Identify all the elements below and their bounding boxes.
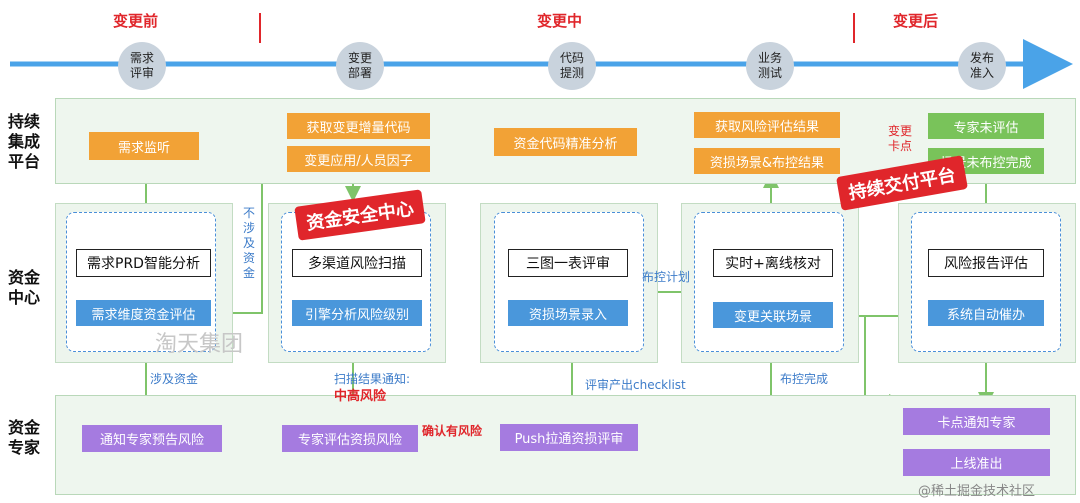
not-involve-funds-label: 不 涉 及 资 金 [243,206,256,280]
row-label-fund-center: 资金 中心 [8,268,41,307]
fund-code-analysis-box: 资金代码精准分析 [494,128,637,156]
notify-expert-warn-box: 通知专家预告风险 [82,425,222,452]
loss-scene-control-box: 资损场景&布控结果 [694,148,840,174]
phase-divider [259,13,261,43]
stage-release-admission: 发布 准入 [958,42,1006,90]
demand-fund-eval-box: 需求维度资金评估 [76,300,211,326]
mid-high-risk-label: 中高风险 [334,389,387,404]
risk-report-eval-box: 风险报告评估 [928,249,1044,277]
prd-analysis-box: 需求PRD智能分析 [76,249,211,277]
control-plan-label: 布控计划 [642,270,691,284]
go-live-box: 上线准出 [903,449,1050,476]
expert-eval-loss-box: 专家评估资损风险 [282,425,418,452]
realtime-offline-check-box: 实时+离线核对 [713,249,833,277]
stage-business-test: 业务 测试 [746,42,794,90]
expert-not-evaluated-box: 专家未评估 [928,113,1044,139]
stage-demand-review: 需求 评审 [118,42,166,90]
fund-panel-inner [694,212,844,352]
multi-channel-scan-box: 多渠道风险扫描 [292,249,422,277]
three-diagrams-review-box: 三图一表评审 [508,249,628,277]
push-review-box: Push拉通资损评审 [500,424,638,451]
scan-notify-label: 扫描结果通知: [334,372,411,386]
change-app-factor-box: 变更应用/人员因子 [287,146,430,172]
involve-funds-label: 涉及资金 [150,372,199,386]
loss-scene-entry-box: 资损场景录入 [508,300,628,326]
control-done-label: 布控完成 [780,372,829,386]
stage-code-test: 代码 提测 [548,42,596,90]
phase-after: 变更后 [893,12,939,30]
engine-analysis-box: 引擎分析风险级别 [292,300,422,326]
change-related-scene-box: 变更关联场景 [713,302,833,328]
watermark-text: 淘天集团 [155,332,244,357]
review-checklist-label: 评审产出checklist [585,378,686,392]
credit-text: @稀土掘金技术社区 [918,484,1036,499]
checkpoint-notify-box: 卡点通知专家 [903,408,1050,435]
phase-during: 变更中 [537,12,583,30]
confirm-risk-label: 确认有风险 [422,424,483,438]
fund-panel-inner [911,212,1061,352]
stage-deploy: 变更 部署 [336,42,384,90]
auto-urge-box: 系统自动催办 [928,300,1044,326]
fund-panel-inner [66,212,216,352]
row-label-fund-expert: 资金 专家 [8,418,41,457]
phase-divider [853,13,855,43]
fund-panel-inner [494,212,644,352]
phase-before: 变更前 [113,12,159,30]
demand-listen-box: 需求监听 [89,132,199,160]
get-risk-result-box: 获取风险评估结果 [694,112,840,138]
checkpoint-label: 变更 卡点 [888,124,913,153]
get-increment-code-box: 获取变更增量代码 [287,113,430,139]
row-label-ci: 持续 集成 平台 [8,112,41,171]
